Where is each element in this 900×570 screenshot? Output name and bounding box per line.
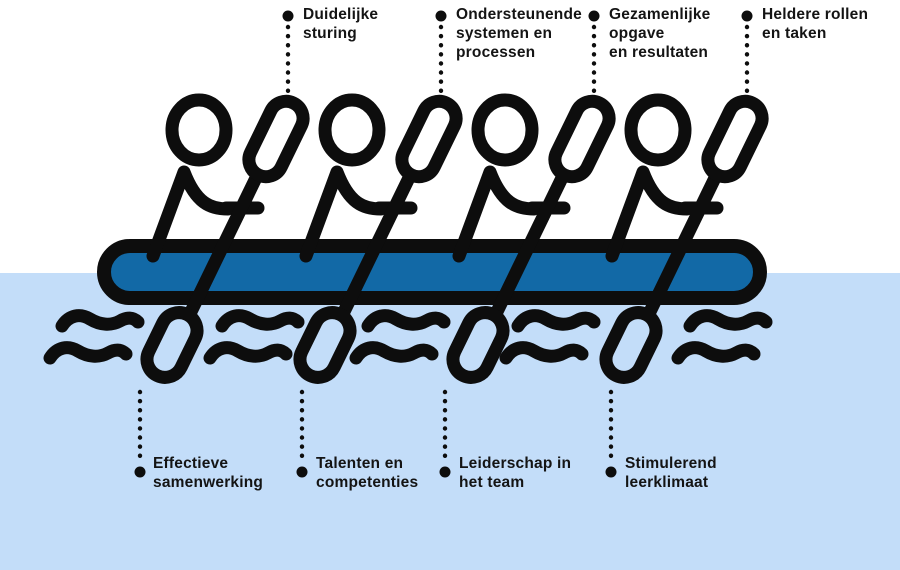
label-talenten-en-competenties: Talenten en competenties <box>316 455 419 491</box>
rower-3 <box>459 100 564 256</box>
bottom-bullet-2 <box>296 466 308 478</box>
label-gezamenlijke-opgave-en-resultaten: Gezamenlijke opgave en resultaten <box>609 6 711 61</box>
top-bullet-3 <box>588 10 600 22</box>
label-stimulerend-leerklimaat: Stimulerend leerklimaat <box>625 455 717 491</box>
label-leiderschap-in-het-team: Leiderschap in het team <box>459 455 572 491</box>
rower-2 <box>306 100 411 256</box>
rower-1 <box>153 100 258 256</box>
bottom-bullet-3 <box>439 466 451 478</box>
top-bullet-4 <box>741 10 753 22</box>
top-bullet-1 <box>282 10 294 22</box>
label-heldere-rollen-en-taken: Heldere rollen en taken <box>762 6 869 42</box>
label-effectieve-samenwerking: Effectieve samenwerking <box>153 455 264 491</box>
boat-hull-icon <box>97 239 767 305</box>
bottom-bullet-4 <box>605 466 617 478</box>
label-ondersteunende-systemen-en-processen: Ondersteunende systemen en processen <box>456 6 582 61</box>
label-duidelijke-sturing: Duidelijke sturing <box>303 6 379 42</box>
bottom-bullet-1 <box>134 466 146 478</box>
top-bullet-2 <box>435 10 447 22</box>
rower-4 <box>612 100 717 256</box>
